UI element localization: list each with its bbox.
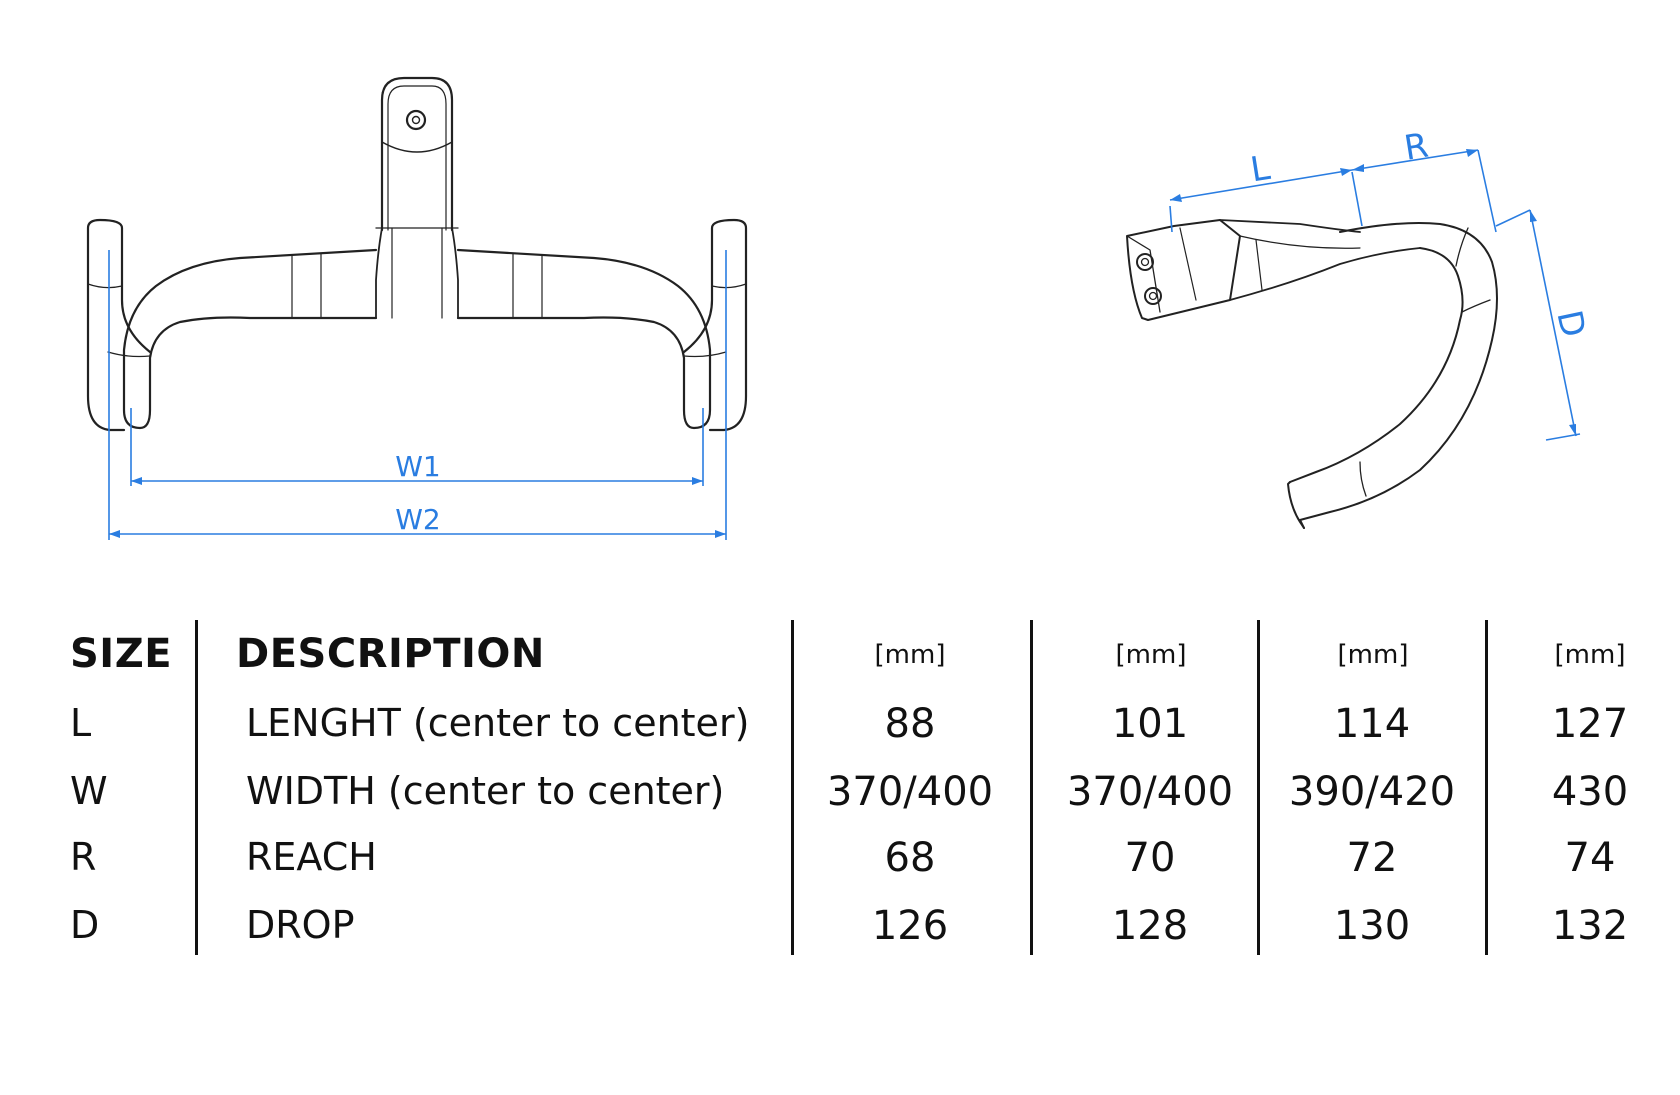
row-value: 88 [884,701,936,747]
header-unit: [mm] [1115,640,1187,670]
row-value: 128 [1111,903,1189,949]
l-arrow-left [1170,194,1182,202]
front-view-drawing [86,76,748,432]
header-description: DESCRIPTION [236,631,545,677]
row-description: LENGHT (center to center) [246,701,750,745]
l-label: L [1248,148,1273,190]
side-stem-face [1126,235,1161,313]
row-description: WIDTH (center to center) [246,769,725,813]
w1-label: W1 [395,450,441,483]
row-value: 130 [1333,903,1411,949]
row-value: 390/420 [1288,769,1456,815]
side-stem-bolt-bottom [1144,287,1162,305]
row-code: L [70,701,92,745]
row-description: DROP [246,903,355,947]
row-code: R [70,835,97,879]
side-bar-end [1287,481,1305,529]
l-dimension-line [1169,169,1353,201]
left-drop-outline [86,218,152,432]
header-unit: [mm] [874,640,946,670]
d-ext-bottom [1545,433,1581,441]
r-label: R [1401,126,1431,169]
side-stem-body [1219,219,1421,301]
column-divider [1030,620,1033,955]
column-divider [195,620,198,955]
column-divider [1257,620,1260,955]
front-view-dimensions [108,250,727,540]
stem-outline [380,76,454,232]
stem-clamp-lines [391,227,443,319]
side-stem-bolt-bottom-center [1148,291,1158,301]
header-unit: [mm] [1554,640,1626,670]
r-arrow-right [1466,149,1478,157]
row-value: 370/400 [1066,769,1234,815]
d-arrow-top [1530,210,1537,222]
side-stem-bolt-top-center [1140,257,1150,267]
bar-top-outline [122,248,378,430]
side-stem-lines [1179,227,1361,301]
w2-label: W2 [395,503,441,536]
w2-arrow-left [109,530,120,538]
r-dimension-line [1351,149,1479,171]
stem-cap [381,141,453,153]
l-ext-right [1351,171,1363,227]
row-value: 126 [871,903,949,949]
column-divider [791,620,794,955]
handlebar-diagram: W1 W2 L R D [86,76,1593,540]
row-value: 370/400 [826,769,994,815]
w2-arrow-right [715,530,726,538]
side-bar-inner [1289,247,1464,483]
row-value: 70 [1124,835,1176,881]
stem-inner-line [387,85,447,231]
d-arrow-bottom [1569,424,1576,436]
bar-top-outline-right [456,248,712,430]
row-value: 72 [1346,835,1398,881]
d-ext-top [1495,209,1531,227]
l-arrow-right [1340,168,1352,176]
header-size: SIZE [70,631,173,677]
l-ext-left [1169,205,1173,233]
bar-tape-marks [291,253,543,319]
r-arrow-left [1352,164,1364,172]
row-value: 127 [1551,701,1629,747]
r-ext-right [1477,149,1497,233]
side-stem-bolt-top [1136,253,1154,271]
side-view-dimensions [1169,149,1581,441]
left-drop-lines [87,283,151,358]
row-value: 114 [1333,701,1411,747]
row-value: 430 [1551,769,1629,815]
row-value: 101 [1111,701,1189,747]
row-value: 74 [1564,835,1616,881]
w1-arrow-left [131,477,142,485]
stem-base-outline [375,227,459,319]
d-dimension-line [1529,209,1577,437]
stem-bolt-center [411,115,421,125]
row-value: 68 [884,835,936,881]
right-drop-outline [682,218,748,432]
row-code: D [70,903,100,947]
d-label: D [1548,307,1593,341]
w1-arrow-right [692,477,703,485]
column-divider [1485,620,1488,955]
row-value: 132 [1551,903,1629,949]
side-view-drawing [1126,219,1498,529]
right-drop-lines [683,283,747,358]
side-bar-bands [1359,227,1491,497]
header-unit: [mm] [1337,640,1409,670]
row-description: REACH [246,835,377,879]
side-bar-outer [1299,222,1498,529]
row-code: W [70,769,108,813]
stem-bolt [405,109,427,131]
